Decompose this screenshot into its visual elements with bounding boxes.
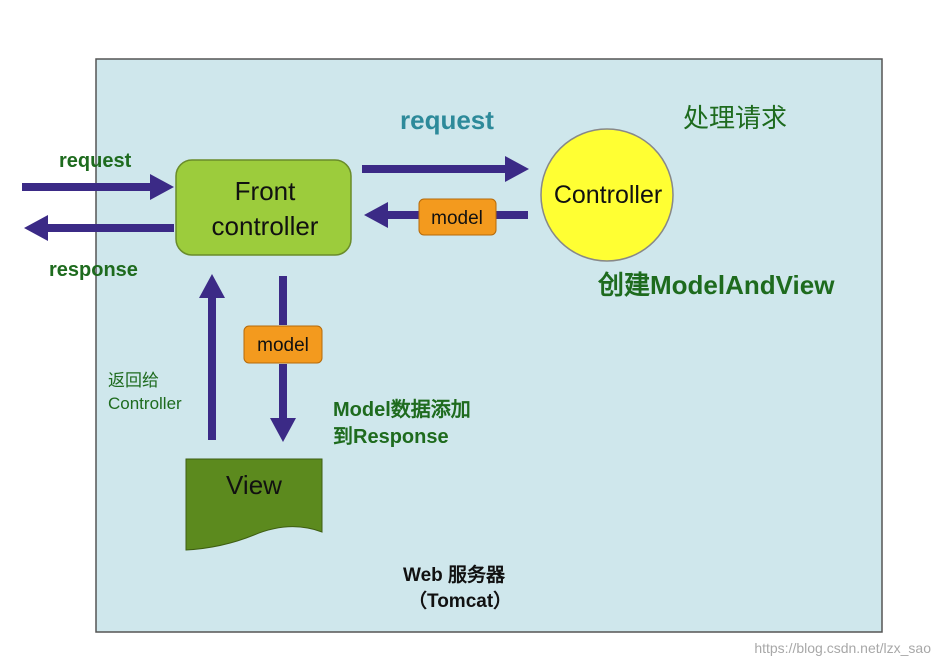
view-document-shape [185, 458, 323, 551]
return-to-controller-line1: 返回给 [108, 371, 159, 390]
tomcat-label: （Tomcat） [408, 589, 512, 612]
return-to-controller-line2: Controller [108, 394, 182, 413]
create-modelandview-label: 创建ModelAndView [597, 270, 835, 300]
controller-circle [540, 128, 674, 262]
return-to-front-arrow [199, 274, 225, 440]
model-box-top [418, 198, 497, 236]
request-left-label: request [59, 150, 132, 172]
model-return-arrow [364, 202, 528, 228]
model-box-middle [243, 325, 323, 364]
watermark: https://blog.csdn.net/lzx_sao [754, 640, 931, 656]
model-label-middle: model [257, 335, 309, 356]
model-add-line2: 到Response [333, 425, 449, 448]
front-controller-box [175, 159, 352, 256]
model-to-view-arrow [270, 276, 296, 442]
controller-label: Controller [554, 181, 662, 209]
model-add-line1: Model数据添加 [333, 397, 471, 421]
request-to-controller-arrow [362, 156, 529, 182]
front-controller-label-line2: controller [212, 211, 319, 241]
model-label-top: model [431, 208, 483, 229]
response-left-label: response [49, 259, 138, 281]
response-out-arrow [24, 215, 174, 241]
request-top-label: request [400, 105, 494, 135]
request-in-arrow [22, 174, 174, 200]
web-server-label: Web 服务器 [403, 563, 506, 586]
view-label: View [226, 470, 282, 500]
front-controller-label-line1: Front [235, 176, 296, 206]
process-request-label: 处理请求 [683, 103, 787, 133]
